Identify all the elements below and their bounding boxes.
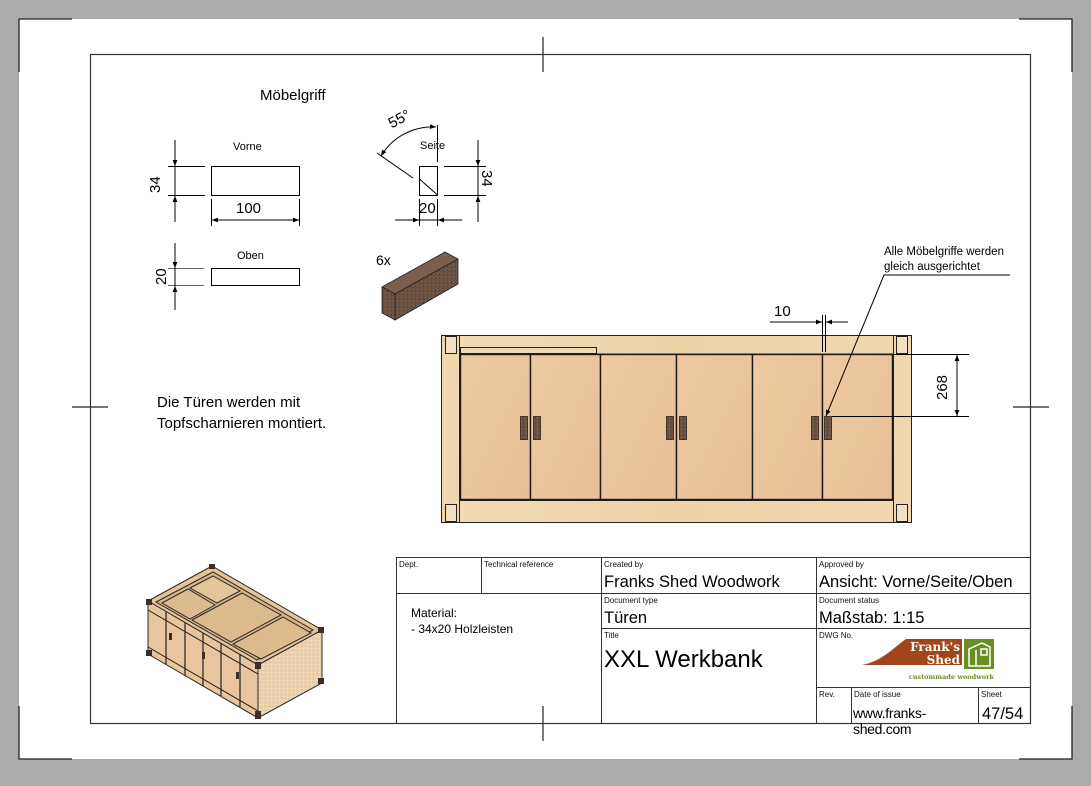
side-height-dim: 34 <box>478 170 495 187</box>
tech-ref-cell: Technical reference <box>481 557 601 593</box>
side-view-label: Seite <box>420 140 446 152</box>
material-line1: Material: <box>411 606 458 620</box>
logo-tagline: custommade woodwork <box>909 673 995 681</box>
title-block-grid <box>396 557 1031 724</box>
doc-type-value: Türen <box>604 609 648 627</box>
doc-status-cell: Document status Maßstab: 1:15 <box>816 593 1031 628</box>
created-by-label: Created by <box>604 560 644 569</box>
title-block: Dept. Technical reference Material: - 34… <box>396 557 1031 737</box>
doc-status-value: Maßstab: 1:15 <box>819 609 925 627</box>
material-cell: Material: - 34x20 Holzleisten <box>396 593 601 724</box>
dept-label: Dept. <box>399 560 419 569</box>
front-height-dim: 34 <box>147 176 164 193</box>
dwg-cell: DWG No. Frank's Shed custommade woodwork <box>816 628 1031 687</box>
rev-label: Rev. <box>819 690 835 699</box>
top-view-label: Oben <box>237 250 264 262</box>
top-height-dim: 20 <box>153 268 170 285</box>
sheet-corner-marks <box>18 18 1073 760</box>
doc-type-label: Document type <box>604 596 658 605</box>
gap-dim: 10 <box>774 303 791 320</box>
franks-shed-logo: Frank's Shed custommade woodwork <box>862 637 996 685</box>
section-title: Möbelgriff <box>260 87 326 104</box>
alignment-note-line1: Alle Möbelgriffe werden <box>884 246 1004 258</box>
created-by-cell: Created by Franks Shed Woodwork <box>601 557 816 593</box>
doc-type-cell: Document type Türen <box>601 593 816 628</box>
hinge-note-line2: Topfscharnieren montiert. <box>157 415 327 432</box>
dwg-label: DWG No. <box>819 631 854 640</box>
approved-by-label: Approved by <box>819 560 864 569</box>
workbench-front-elevation <box>441 335 912 523</box>
rev-cell: Rev. <box>816 687 851 724</box>
handle-height-dim: 268 <box>934 374 951 400</box>
sheet-cell: Sheet 47/54 <box>978 687 1031 724</box>
handle-front-view <box>168 140 300 226</box>
date-label: Date of issue <box>854 690 901 699</box>
logo-line1: Frank's <box>910 640 960 654</box>
title-value: XXL Werkbank <box>604 646 763 673</box>
doc-status-label: Document status <box>819 596 880 605</box>
hinge-note-line1: Die Türen werden mit <box>157 394 301 411</box>
approved-by-cell: Approved by Ansicht: Vorne/Seite/Oben <box>816 557 1031 593</box>
website-link[interactable]: www.franks-shed.com <box>853 705 926 737</box>
alignment-note-line2: gleich ausgerichtet <box>884 261 980 273</box>
handle-top-view <box>168 243 300 310</box>
logo-graphic: Frank's Shed custommade woodwork <box>862 639 995 681</box>
approved-by-value: Ansicht: Vorne/Seite/Oben <box>819 573 1013 591</box>
elevation-dimensions <box>770 274 1010 417</box>
handle-isometric <box>381 251 459 321</box>
quantity-label: 6x <box>376 252 391 268</box>
logo-line2: Shed <box>927 653 961 667</box>
date-cell: Date of issue www.franks-shed.com <box>851 687 978 737</box>
side-width-dim: 20 <box>419 200 436 217</box>
front-width-dim: 100 <box>236 200 262 217</box>
shed-icon <box>968 642 991 667</box>
material-line2: - 34x20 Holzleisten <box>411 622 514 636</box>
workbench-isometric <box>146 564 324 719</box>
title-label: Title <box>604 631 619 640</box>
tech-ref-label: Technical reference <box>484 560 554 569</box>
handle-side-view <box>376 124 486 226</box>
title-cell: Title XXL Werkbank <box>601 628 816 724</box>
sheet-label: Sheet <box>981 690 1002 699</box>
sheet-value: 47/54 <box>982 705 1024 723</box>
created-by-value: Franks Shed Woodwork <box>604 573 780 591</box>
front-view-label: Vorne <box>233 141 262 153</box>
dept-cell: Dept. <box>396 557 481 593</box>
